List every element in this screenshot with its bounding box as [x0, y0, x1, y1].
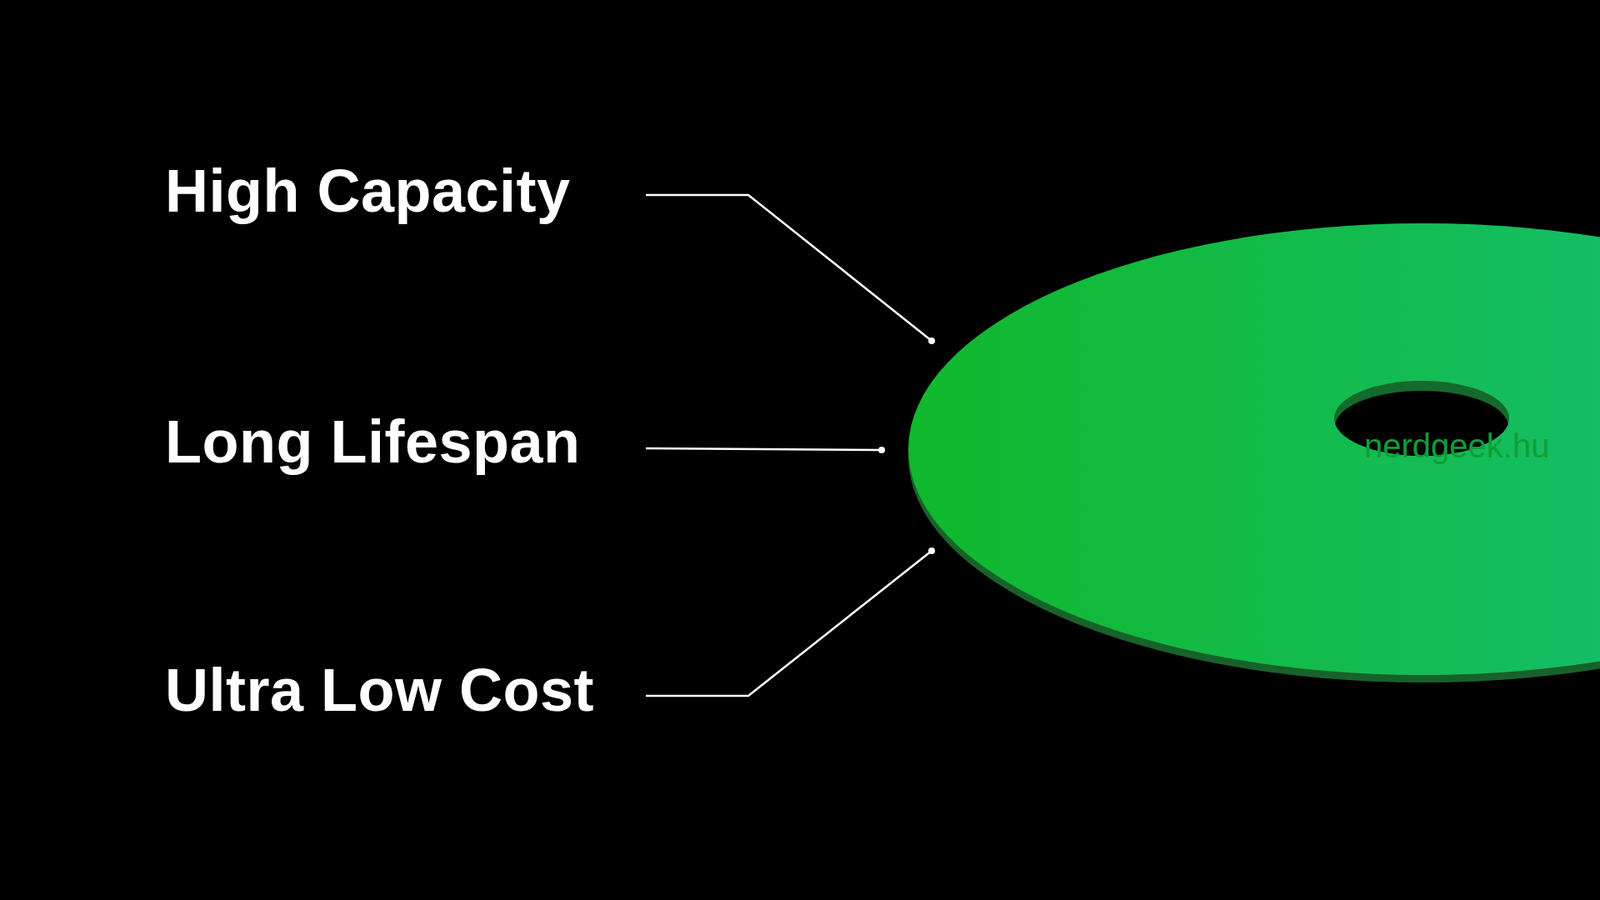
feature-label: High Capacity — [165, 160, 571, 221]
leader-line — [645, 448, 882, 450]
feature-label: Ultra Low Cost — [165, 660, 595, 720]
feature-label: Long Lifespan — [165, 411, 580, 472]
disc-top — [908, 223, 1600, 675]
leader-line — [645, 550, 932, 696]
leader-dot — [878, 446, 885, 454]
watermark: nerdgeek.hu — [1364, 429, 1550, 463]
leader-dots — [878, 337, 935, 555]
leader-lines — [645, 195, 932, 696]
leader-dot — [928, 337, 935, 345]
leader-dot — [928, 547, 935, 555]
leader-line — [645, 195, 932, 341]
